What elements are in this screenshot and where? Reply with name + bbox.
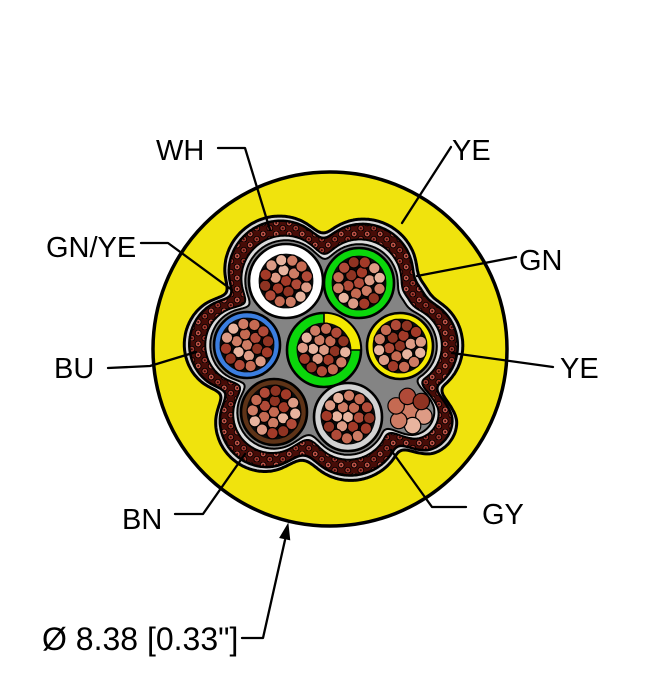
ye-right-label: YE xyxy=(560,353,599,385)
conductor-ye xyxy=(365,311,435,381)
gy-leader-line xyxy=(389,448,468,509)
gy-label: GY xyxy=(482,499,524,531)
bn-leader-line xyxy=(173,452,247,516)
bu-leader-line xyxy=(106,350,198,370)
drain-wire xyxy=(387,387,433,435)
gn-label: GN xyxy=(519,245,563,277)
ye-top-label: YE xyxy=(452,135,491,167)
diameter-label: Ø 8.38 [0.33"] xyxy=(42,621,238,657)
conductor-gy xyxy=(312,381,384,453)
bn-label: BN xyxy=(122,504,162,536)
cable-layers xyxy=(151,170,509,528)
gnye-leader-line xyxy=(139,241,234,292)
wh-label: WH xyxy=(156,135,204,167)
wh-leader-line xyxy=(216,146,272,232)
diameter-arrowhead xyxy=(279,522,291,541)
conductor-gn xyxy=(322,246,396,320)
ye-right-leader-line xyxy=(450,351,555,369)
conductor-bn xyxy=(239,377,309,447)
conductor-gn-ye xyxy=(285,311,363,389)
conductor-bu xyxy=(212,310,282,380)
diameter-leader-line xyxy=(240,538,287,640)
gn-leader-line xyxy=(415,255,518,278)
leader-lines xyxy=(106,145,555,640)
labels: WH YE GN/YE GN BU YE BN GY Ø 8.38 [0.33"… xyxy=(42,135,599,657)
bu-label: BU xyxy=(54,353,94,385)
ye-top-leader-line xyxy=(400,145,453,225)
gnye-label: GN/YE xyxy=(46,232,136,264)
conductor-wh xyxy=(247,242,325,320)
